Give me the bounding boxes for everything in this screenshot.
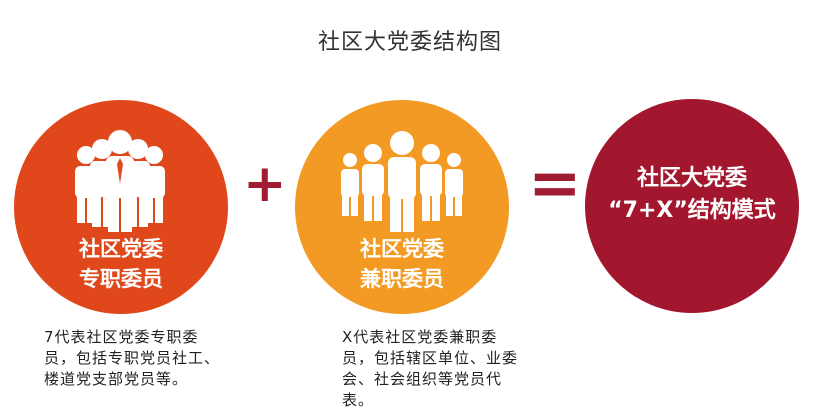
plus-operator: + xyxy=(243,154,287,214)
diagram-title: 社区大党委结构图 xyxy=(317,30,502,55)
description-x: X代表社区党委兼职委员，包括辖区单位、业委会、社会组织等党员代表。 xyxy=(342,328,519,409)
part-time-members-circle: 社区党委 兼职委员 xyxy=(295,100,509,314)
circle-1-line-2: 专职委员 xyxy=(79,267,163,291)
people-group-icon xyxy=(341,131,463,232)
circle-2-line-1: 社区党委 xyxy=(360,237,444,261)
full-time-members-circle: 社区党委 专职委员 xyxy=(14,100,228,314)
equals-operator: = xyxy=(528,147,582,221)
circle-3-line-1: 社区大党委 xyxy=(636,166,747,191)
circle-1-line-1: 社区党委 xyxy=(79,237,163,261)
circle-2-line-2: 兼职委员 xyxy=(360,267,444,291)
description-7: 7代表社区党委专职委员，包括专职党员社工、楼道党支部党员等。 xyxy=(44,328,221,388)
people-group-icon xyxy=(75,130,165,232)
circle-3-line-2: “7+X”结构模式 xyxy=(608,198,776,223)
result-model-circle: 社区大党委 “7+X”结构模式 xyxy=(585,99,799,313)
